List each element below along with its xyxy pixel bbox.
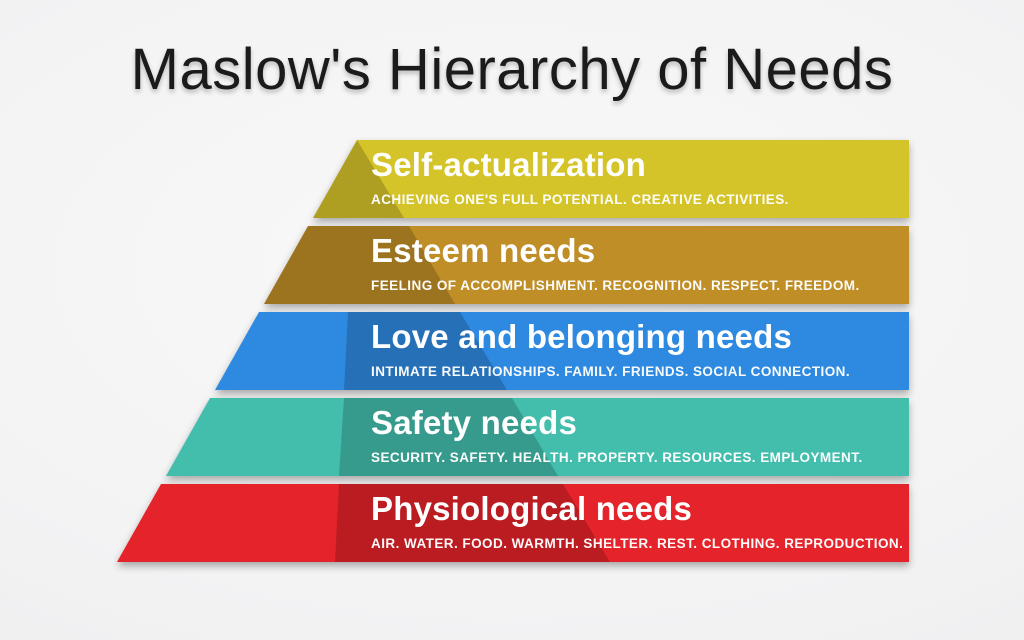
level-name: Safety needs: [371, 404, 577, 441]
level-name: Love and belonging needs: [371, 318, 793, 355]
level-text-block: Safety needs SECURITY. SAFETY. HEALTH. P…: [166, 398, 909, 465]
level-description: FEELING OF ACCOMPLISHMENT. RECOGNITION. …: [371, 277, 860, 293]
level-bar: Self-actualization ACHIEVING ONE'S FULL …: [313, 140, 909, 218]
level-bar: Safety needs SECURITY. SAFETY. HEALTH. P…: [166, 398, 909, 476]
pyramid-level-esteem: Esteem needs FEELING OF ACCOMPLISHMENT. …: [264, 226, 909, 304]
level-text-block: Physiological needs AIR. WATER. FOOD. WA…: [117, 484, 909, 551]
level-text-block: Self-actualization ACHIEVING ONE'S FULL …: [313, 140, 909, 207]
level-description: INTIMATE RELATIONSHIPS. FAMILY. FRIENDS.…: [371, 363, 851, 379]
pyramid-level-love-belonging: Love and belonging needs INTIMATE RELATI…: [215, 312, 909, 390]
level-bar: Esteem needs FEELING OF ACCOMPLISHMENT. …: [264, 226, 909, 304]
level-description: ACHIEVING ONE'S FULL POTENTIAL. CREATIVE…: [371, 191, 789, 207]
main-title: Maslow's Hierarchy of Needs: [130, 37, 894, 102]
level-text-block: Love and belonging needs INTIMATE RELATI…: [215, 312, 909, 379]
pyramid-level-physiological: Physiological needs AIR. WATER. FOOD. WA…: [117, 484, 909, 562]
pyramid-level-self-actualization: Self-actualization ACHIEVING ONE'S FULL …: [313, 140, 909, 218]
level-text-block: Esteem needs FEELING OF ACCOMPLISHMENT. …: [264, 226, 909, 293]
level-description: AIR. WATER. FOOD. WARMTH. SHELTER. REST.…: [371, 535, 904, 551]
level-bar: Physiological needs AIR. WATER. FOOD. WA…: [117, 484, 909, 562]
pyramid-level-safety: Safety needs SECURITY. SAFETY. HEALTH. P…: [166, 398, 909, 476]
level-name: Self-actualization: [371, 146, 646, 183]
level-description: SECURITY. SAFETY. HEALTH. PROPERTY. RESO…: [371, 449, 863, 465]
level-bar: Love and belonging needs INTIMATE RELATI…: [215, 312, 909, 390]
level-name: Esteem needs: [371, 232, 596, 269]
level-name: Physiological needs: [371, 490, 693, 527]
